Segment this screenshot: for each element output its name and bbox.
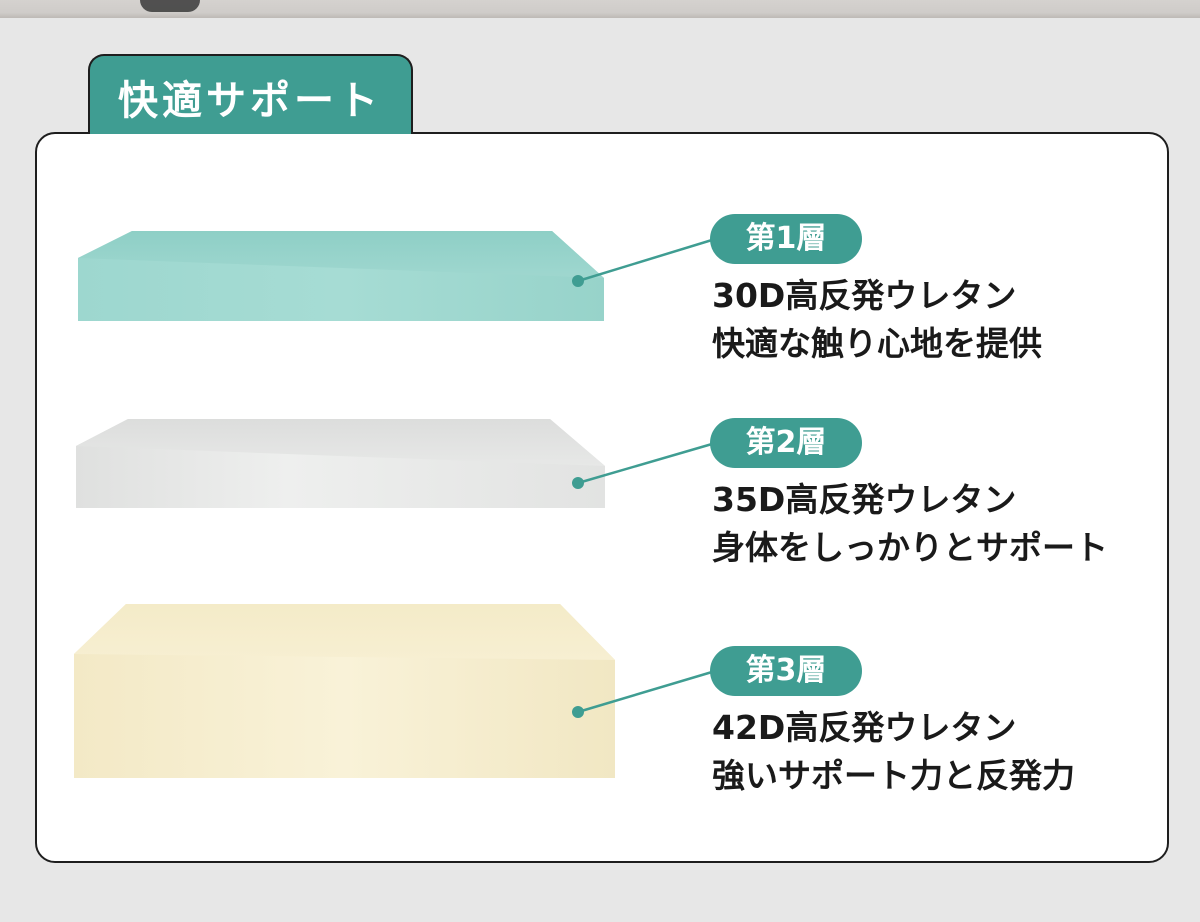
layer-3-spec: 42D高反発ウレタン [712, 708, 1017, 747]
layer-2-connector-line [577, 442, 713, 485]
layer-3-connector-dot [572, 706, 584, 718]
layer-3-benefit: 強いサポート力と反発力 [712, 756, 1075, 795]
layer-2-connector-dot [572, 477, 584, 489]
layer-3-connector-line [577, 670, 713, 714]
layer-1-benefit: 快適な触り心地を提供 [712, 324, 1042, 363]
top-photo-strip [0, 0, 1200, 18]
layer-1-spec: 30D高反発ウレタン [712, 276, 1017, 315]
layer-1-description: 30D高反発ウレタン 快適な触り心地を提供 [712, 272, 1042, 368]
layer-3-description: 42D高反発ウレタン 強いサポート力と反発力 [712, 704, 1075, 800]
section-title: 快適サポート [118, 78, 382, 124]
layer-1-connector-line [577, 238, 713, 283]
section-title-tab: 快適サポート [88, 54, 413, 134]
layer-1-foam-block [78, 231, 604, 321]
layer-3-badge: 第3層 [710, 646, 862, 696]
mattress-roller-wheel [140, 0, 200, 12]
layer-2-badge: 第2層 [710, 418, 862, 468]
layer-2-benefit: 身体をしっかりとサポート [712, 528, 1108, 567]
layer-2-foam-block [76, 419, 605, 508]
layer-2-spec: 35D高反発ウレタン [712, 480, 1017, 519]
layer-2-description: 35D高反発ウレタン 身体をしっかりとサポート [712, 476, 1108, 572]
layer-1-badge: 第1層 [710, 214, 862, 264]
layer-3-foam-block [74, 604, 615, 778]
layer-1-connector-dot [572, 275, 584, 287]
